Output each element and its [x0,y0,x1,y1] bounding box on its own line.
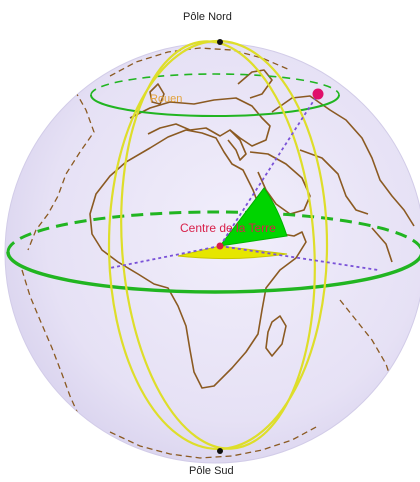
equator-back-arc [6,210,420,253]
center-label: Centre de la Terre [180,221,276,235]
center-point [216,242,224,250]
south-pole-point [217,448,223,454]
parallel-back-arc [90,73,340,96]
italy-outline [227,129,247,161]
equator-front-arc [6,251,420,294]
india-outline [371,227,393,263]
radius-to-left-equator [109,245,221,269]
latitude-angle-sector [218,187,288,247]
madagascar-outline [265,315,287,357]
city-label: Rouen [150,93,183,105]
europe-outline [129,97,271,147]
city-point [312,88,324,100]
americas-back-outline [27,81,95,251]
asia-outline [271,95,415,227]
parallel-front-arc [90,94,340,117]
north-pole-point [217,39,223,45]
meridian-circle-narrow [120,40,316,450]
scandinavia-outline [237,69,273,99]
gulf-outline [299,149,369,215]
africa-outline [89,129,307,389]
arctic-back-outline [109,47,291,77]
british-isles-outline [149,83,165,105]
radius-to-city [219,93,319,247]
north-pole-label: Pôle Nord [183,11,232,23]
south-pole-label: Pôle Sud [189,465,234,477]
antarctica-back-outline [109,425,319,459]
radius-to-right-equator [219,245,379,271]
